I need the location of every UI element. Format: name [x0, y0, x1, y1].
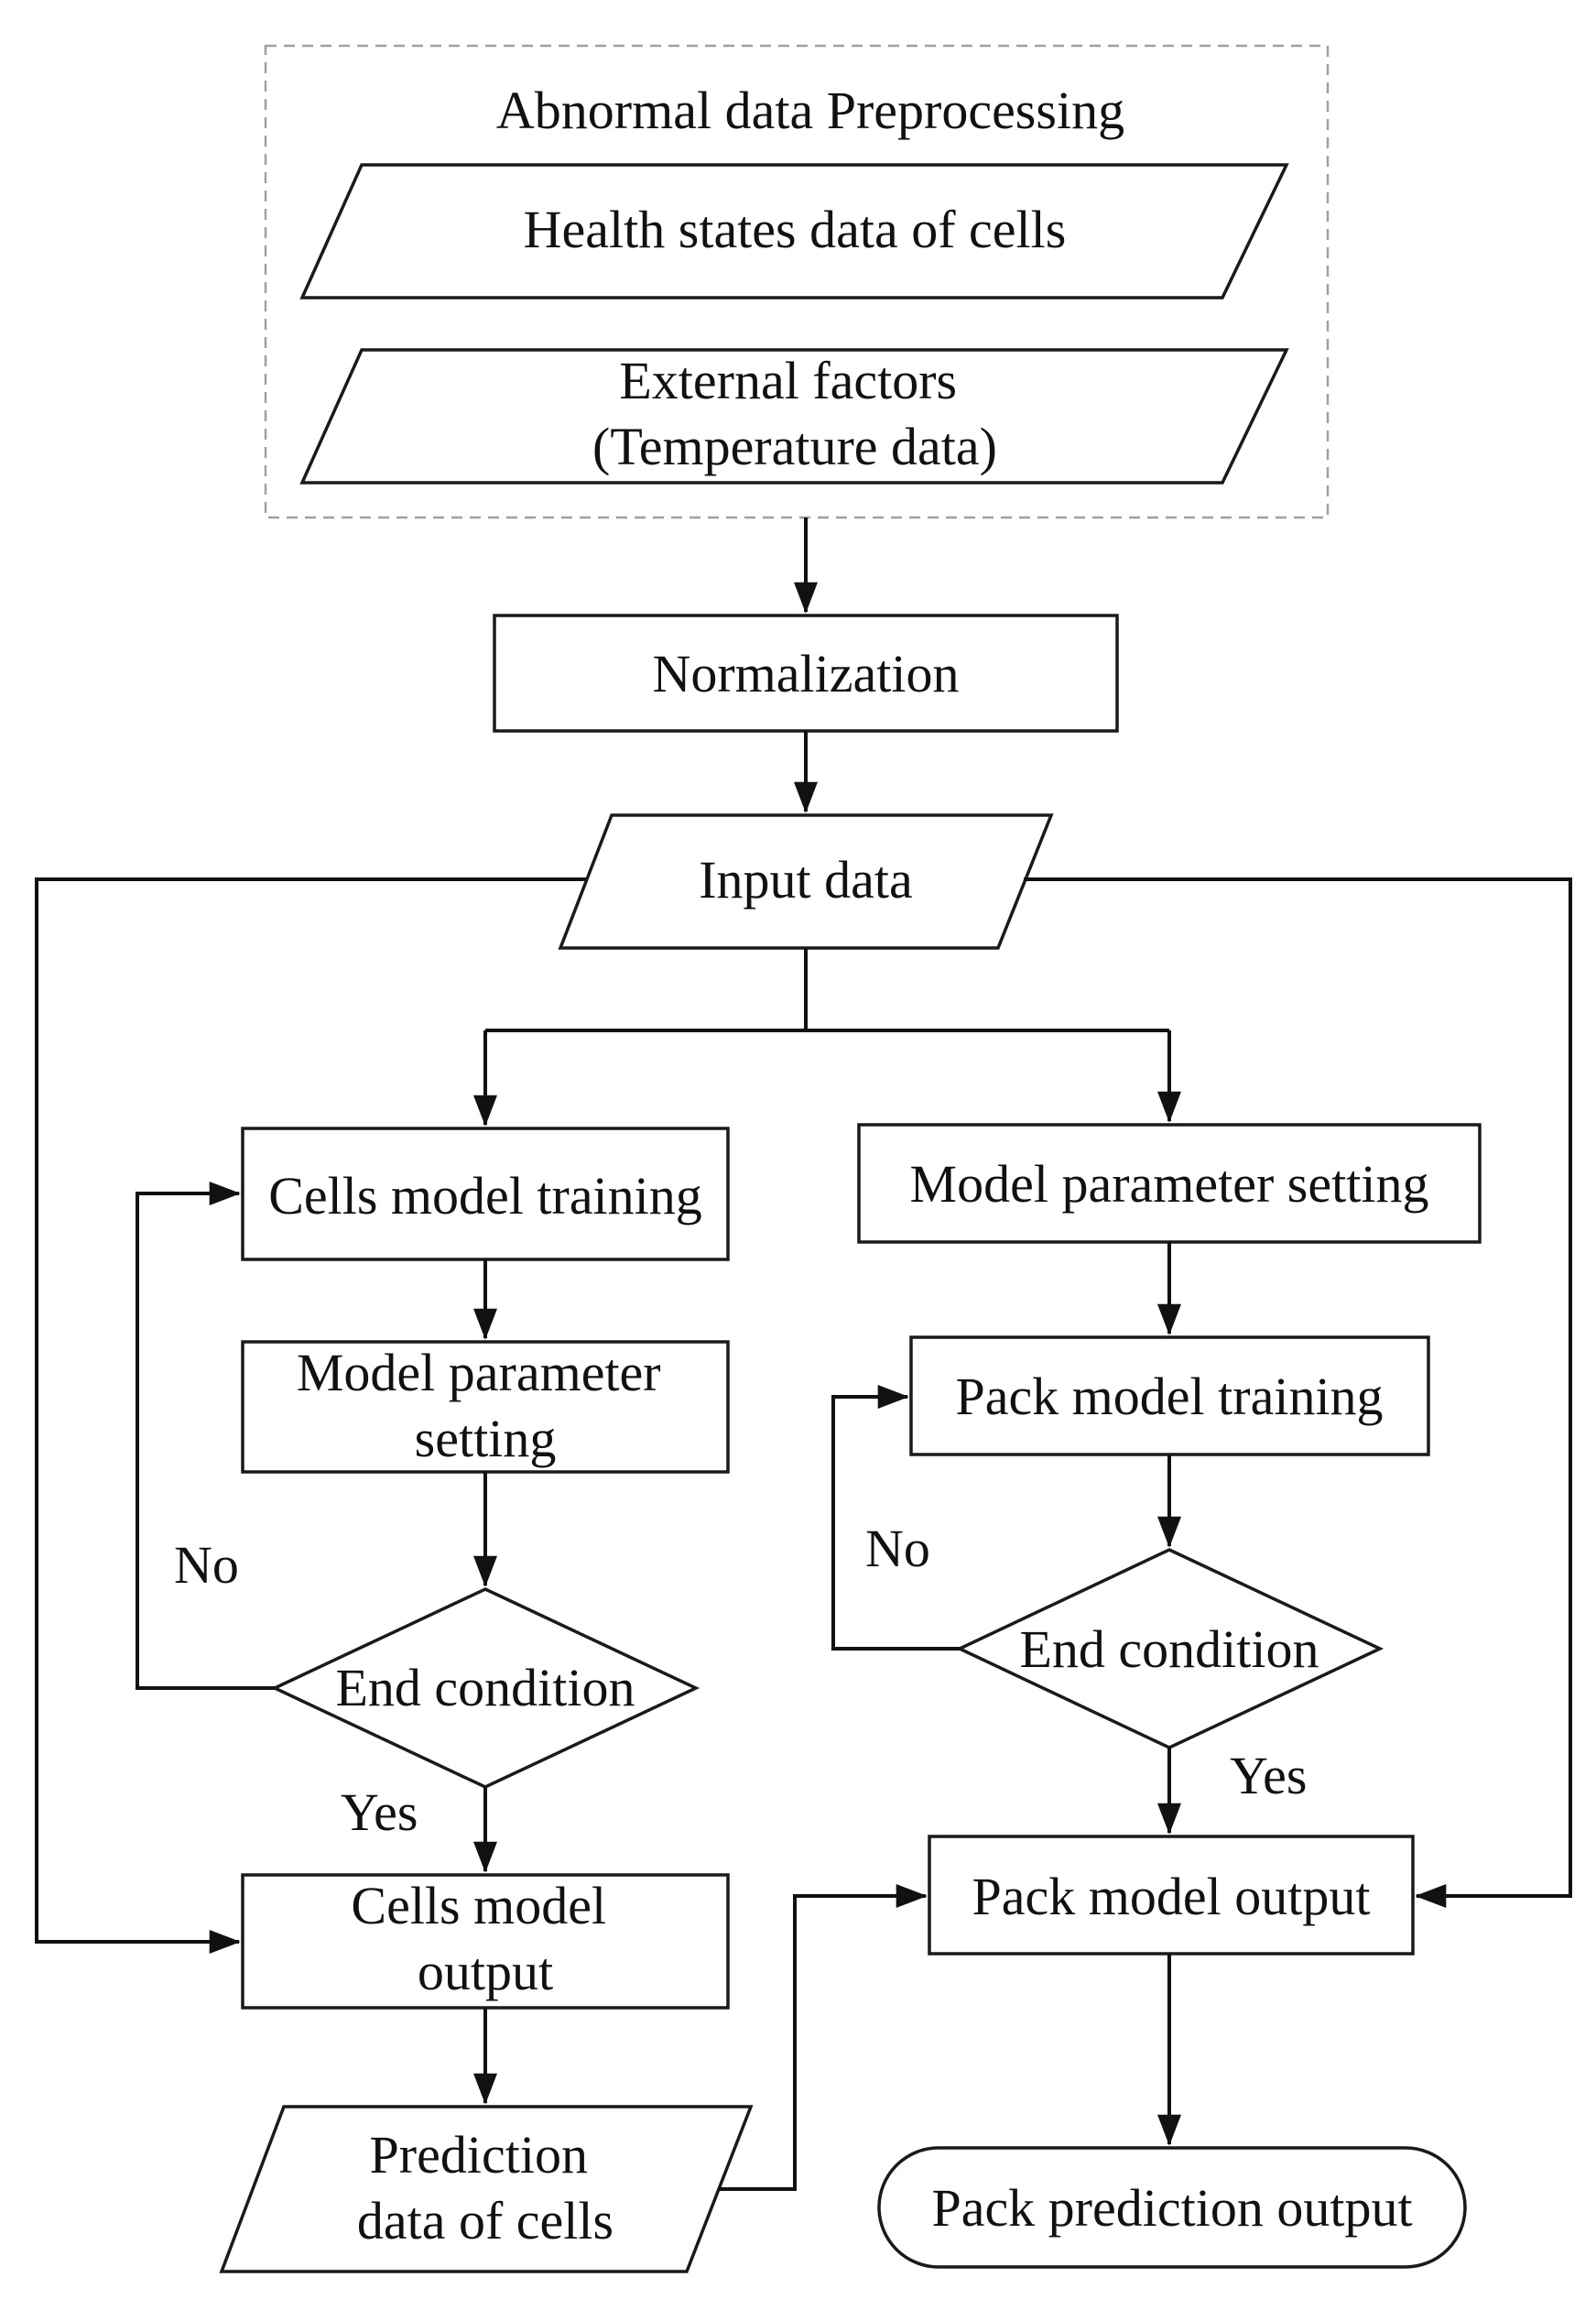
node-pack-model-output: Pack model output	[928, 1835, 1415, 1956]
node-input-data: Input data	[558, 813, 1054, 950]
node-normalization: Normalization	[493, 614, 1119, 733]
node-cells-model-training: Cells model training	[241, 1127, 730, 1261]
input-data-parallelogram	[558, 813, 1054, 950]
input-data-label: Input data	[699, 850, 913, 910]
edges	[35, 518, 1572, 2191]
edge-pack-end-condition-no-loop	[831, 1385, 960, 1651]
node-cells-end-condition: End condition	[270, 1587, 700, 1789]
cells-end-condition-label: End condition	[335, 1658, 635, 1717]
node-pack-model-parameter-setting: Model parameter setting	[857, 1123, 1482, 1244]
preprocessing-group-title: Abnormal data Preprocessing	[496, 81, 1124, 140]
node-pack-model-training: Pack model training	[909, 1335, 1430, 1456]
health-states-label: Health states data of cells	[524, 200, 1067, 259]
health-states-parallelogram	[299, 163, 1289, 300]
node-prediction-data-of-cells: Prediction data of cells	[219, 2105, 754, 2273]
node-external-factors: External factors (Temperature data)	[299, 348, 1289, 485]
pack-model-training-box	[909, 1335, 1430, 1456]
node-health-states: Health states data of cells	[299, 163, 1289, 300]
preprocessing-group-border	[264, 44, 1330, 519]
pack-model-output-label: Pack model output	[972, 1867, 1371, 1926]
normalization-box	[493, 614, 1119, 733]
preprocessing-group: Abnormal data Preprocessing	[264, 44, 1330, 519]
external-factors-label: External factors (Temperature data)	[592, 351, 997, 476]
cells-no-label: No	[174, 1535, 239, 1595]
cells-yes-label: Yes	[341, 1782, 418, 1842]
edge-input-data-to-pack-model-output	[1024, 877, 1572, 1908]
pack-model-output-box	[928, 1835, 1415, 1956]
edge-prediction-data-to-pack-model-output	[719, 1884, 928, 2191]
node-cells-model-parameter-setting: Model parameter setting	[241, 1340, 730, 1474]
pack-end-condition-label: End condition	[1019, 1619, 1319, 1679]
cells-model-parameter-setting-label: Model parameter setting	[297, 1343, 674, 1468]
pack-model-parameter-setting-label: Model parameter setting	[910, 1154, 1429, 1214]
prediction-data-of-cells-parallelogram	[219, 2105, 754, 2273]
cells-model-training-box	[241, 1127, 730, 1261]
node-cells-model-output: Cells model output	[241, 1873, 730, 2010]
cells-model-output-box	[241, 1873, 730, 2010]
pack-prediction-output-terminal	[877, 2146, 1467, 2269]
node-pack-prediction-output: Pack prediction output	[877, 2146, 1467, 2269]
pack-prediction-output-label: Pack prediction output	[931, 2178, 1412, 2238]
pack-model-training-label: Pack model training	[955, 1367, 1383, 1426]
prediction-data-of-cells-label: Prediction data of cells	[357, 2125, 613, 2250]
edge-input-data-to-cells-model-output	[35, 877, 586, 1954]
pack-yes-label: Yes	[1230, 1746, 1307, 1805]
normalization-label: Normalization	[652, 644, 959, 703]
external-factors-parallelogram	[299, 348, 1289, 485]
node-pack-end-condition: End condition	[955, 1548, 1384, 1749]
pack-model-parameter-setting-box	[857, 1123, 1482, 1244]
cells-model-output-label: Cells model output	[351, 1876, 619, 2001]
pack-no-label: No	[865, 1519, 930, 1578]
cells-model-training-label: Cells model training	[268, 1166, 702, 1226]
edge-cells-end-condition-no-loop	[136, 1182, 275, 1690]
